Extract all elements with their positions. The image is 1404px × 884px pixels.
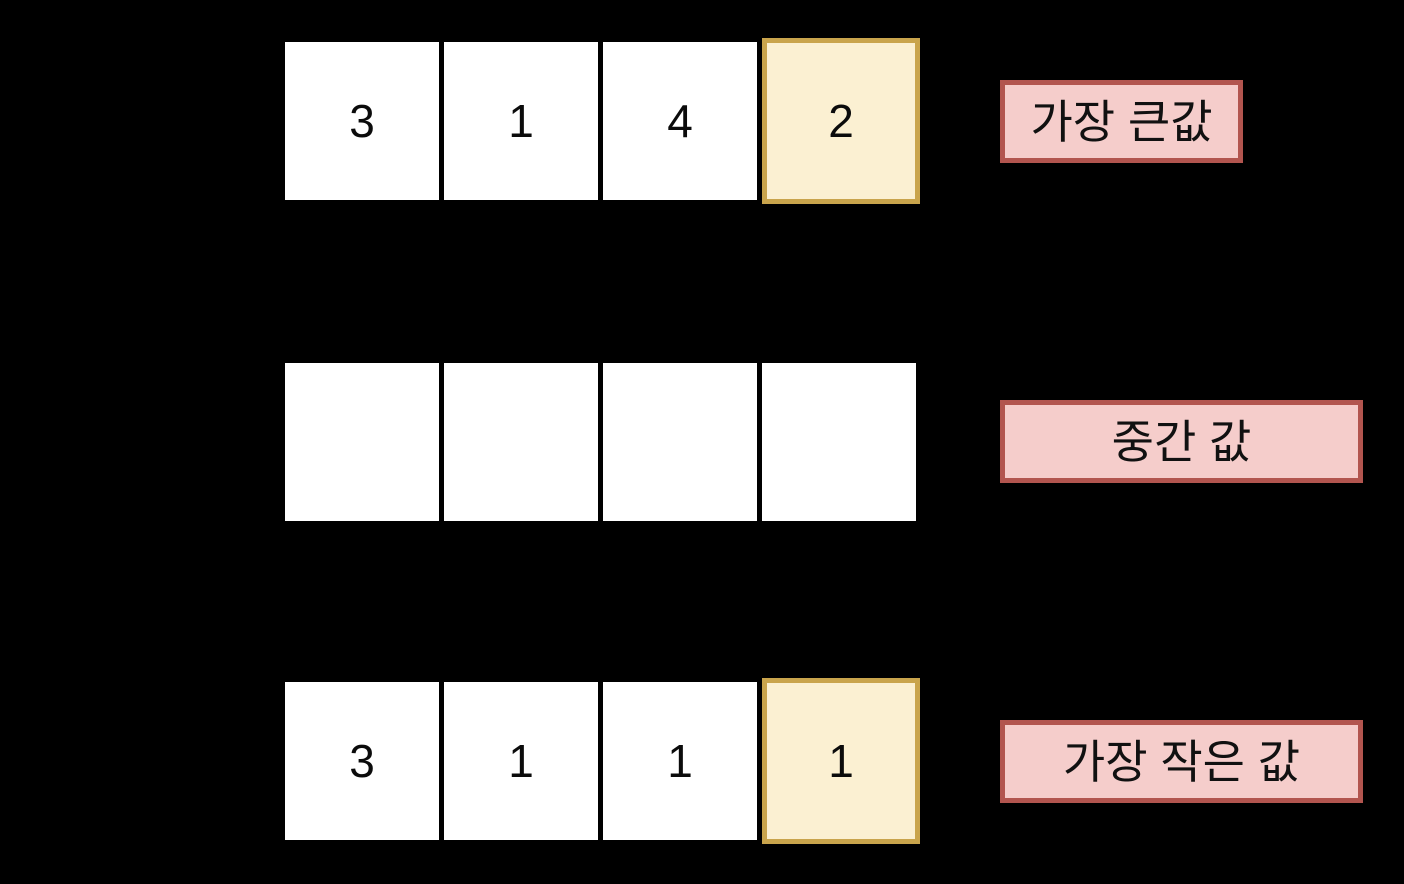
array-cell: 1 xyxy=(444,682,598,840)
cell-value: 1 xyxy=(667,735,693,787)
row-label-middle: 중간 값 xyxy=(1000,400,1363,483)
cell-value: 3 xyxy=(349,95,375,147)
cell-value: 3 xyxy=(349,735,375,787)
cell-value: 2 xyxy=(828,95,854,147)
array-cell xyxy=(444,363,598,521)
array-row-middle xyxy=(285,359,916,525)
array-cell-highlighted: 2 xyxy=(762,38,920,204)
array-cell xyxy=(285,363,439,521)
cell-value: 1 xyxy=(508,95,534,147)
array-cell: 1 xyxy=(444,42,598,200)
cell-value: 1 xyxy=(508,735,534,787)
array-row-smallest: 3 1 1 1 xyxy=(285,678,920,844)
row-label-smallest: 가장 작은 값 xyxy=(1000,720,1363,803)
array-cell xyxy=(762,363,916,521)
array-cell: 4 xyxy=(603,42,757,200)
cell-value: 1 xyxy=(828,735,854,787)
array-row-largest: 3 1 4 2 xyxy=(285,38,920,204)
array-cell xyxy=(603,363,757,521)
array-cell: 3 xyxy=(285,42,439,200)
cell-value: 4 xyxy=(667,95,693,147)
row-label-largest: 가장 큰값 xyxy=(1000,80,1243,163)
array-cell-highlighted: 1 xyxy=(762,678,920,844)
array-cell: 3 xyxy=(285,682,439,840)
array-cell: 1 xyxy=(603,682,757,840)
